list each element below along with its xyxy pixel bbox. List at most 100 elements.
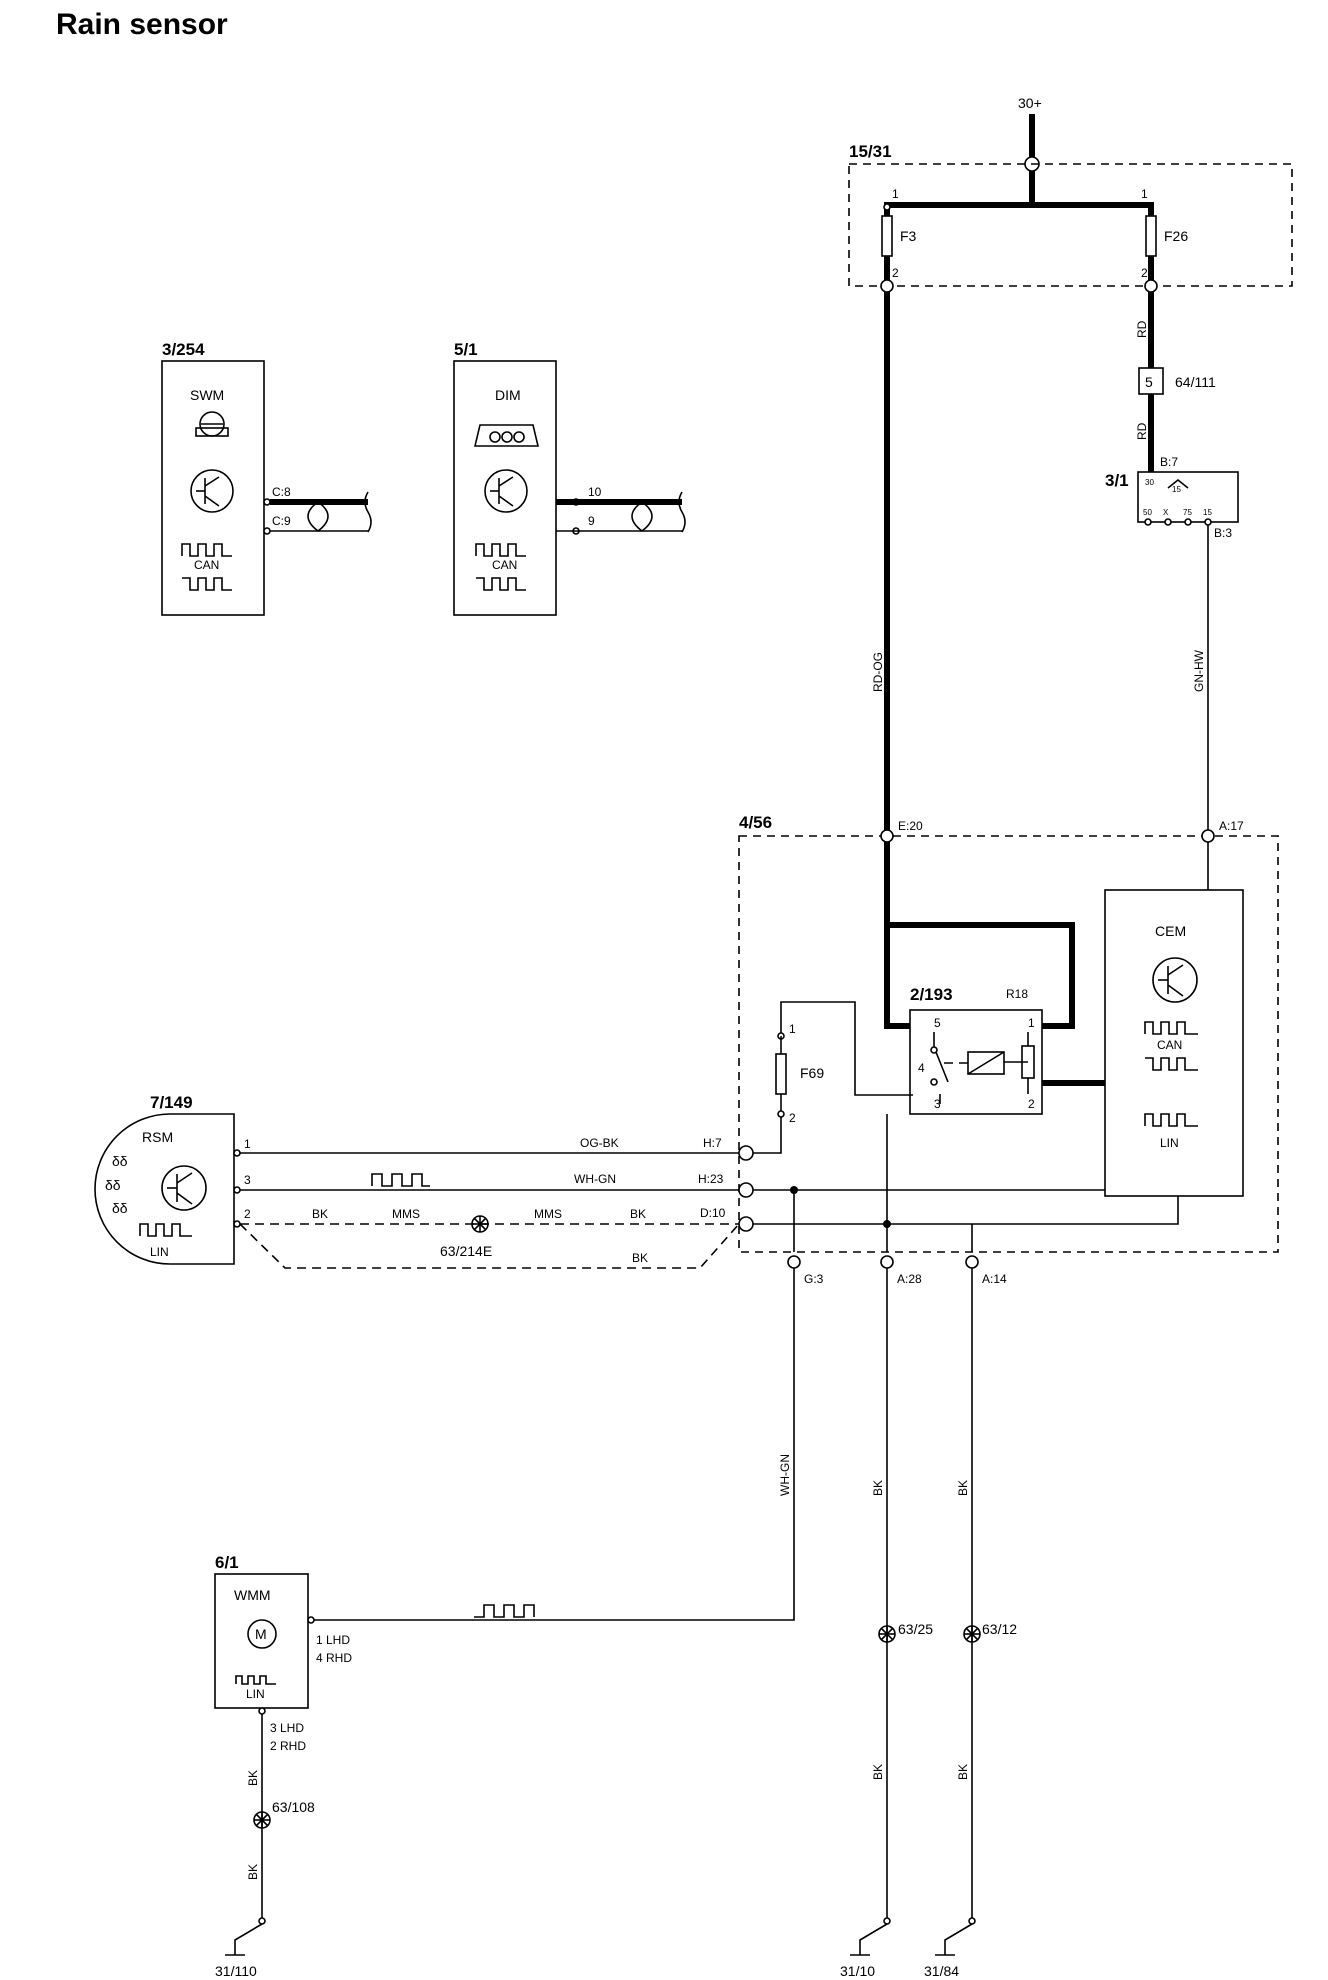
ground-31-10: 31/10	[840, 1963, 875, 1979]
fuse-box-id: 15/31	[849, 142, 892, 161]
wire-rd-2: RD	[1135, 422, 1149, 440]
fuse-box-15-31: 30+ 15/31 1 F3 2 1 F26 2	[848, 95, 1293, 293]
f69-pin-in: 1	[789, 1022, 796, 1036]
dim-can: CAN	[492, 558, 517, 572]
motor-icon: M	[247, 1619, 277, 1649]
diagram-title: Rain sensor	[56, 8, 228, 41]
cem-box-id: 4/56	[739, 813, 772, 832]
splice-63-214e-label: 63/214E	[440, 1243, 492, 1259]
f26-label: F26	[1164, 228, 1188, 244]
relay-pin-4: 4	[918, 1061, 925, 1075]
rsm-pin-3: 3	[244, 1173, 251, 1187]
module-dim: 5/1 DIM CAN 10 9	[453, 340, 686, 616]
pin-a17: A:17	[1219, 819, 1244, 833]
pin-a14: A:14	[982, 1272, 1007, 1286]
wire-bk-a14-2: BK	[956, 1764, 970, 1780]
wmm-lin: LIN	[246, 1687, 265, 1701]
splice-63-108-label: 63/108	[272, 1799, 315, 1815]
rsm-pin-2: 2	[244, 1207, 251, 1221]
relay-pin-5: 5	[934, 1016, 941, 1030]
can-wave-icon	[181, 543, 232, 557]
wire-gn-hw: GN-HW	[1192, 649, 1206, 692]
splice-63-108	[253, 1811, 271, 1829]
f69-pin-out: 2	[789, 1111, 796, 1125]
wmm-pin-3lhd: 3 LHD	[270, 1721, 304, 1735]
pin-h23: H:23	[698, 1172, 724, 1186]
wmm-pin-2rhd: 2 RHD	[270, 1739, 306, 1753]
wire-wh-gn-2: WH-GN	[778, 1454, 792, 1496]
swm-pin-c9: C:9	[272, 514, 291, 528]
wire-bk-a28-2: BK	[871, 1764, 885, 1780]
transistor-icon-cem	[1152, 957, 1198, 1003]
wmm-pin-4rhd: 4 RHD	[316, 1651, 352, 1665]
fuse-f26	[1145, 215, 1157, 257]
swm-pin-c8: C:8	[272, 485, 291, 499]
fuse-f69	[775, 1053, 787, 1095]
splice-63-214e	[471, 1215, 489, 1233]
svg-text:50: 50	[1143, 508, 1152, 517]
branch-f26: RD 5 64/111 RD B:7 3/1 30 15 50 X 75 15 …	[1105, 292, 1239, 836]
transistor-icon	[190, 469, 234, 513]
f3-pin-out: 2	[892, 266, 899, 280]
svg-text:75: 75	[1183, 508, 1192, 517]
swm-can: CAN	[194, 558, 219, 572]
swm-name: SWM	[190, 387, 224, 403]
splice-63-25	[878, 1625, 896, 1643]
dim-pin-9: 9	[588, 514, 595, 528]
wire-rd-1: RD	[1135, 320, 1149, 338]
wire-bk-2: BK	[630, 1207, 646, 1221]
wire-mms-2: MMS	[534, 1207, 562, 1221]
pin-h7: H:7	[703, 1136, 722, 1150]
splice-63-12	[963, 1625, 981, 1643]
instrument-cluster-icon	[473, 424, 540, 447]
wire-bk-wmm-2: BK	[246, 1864, 260, 1880]
splice-63-12-label: 63/12	[982, 1621, 1017, 1637]
rain-drops-icon: δδ δδ δδ	[105, 1153, 128, 1216]
cem-can: CAN	[1157, 1038, 1182, 1052]
dim-name: DIM	[495, 387, 521, 403]
steering-wheel-icon	[195, 411, 229, 437]
rsm-wiring: OG-BK WH-GN BK MMS MMS BK 63/214E BK	[239, 1136, 740, 1269]
rsm-pin-1: 1	[244, 1137, 251, 1151]
module-swm: 3/254 SWM CAN C:8 C:9	[161, 340, 372, 616]
svg-text:30: 30	[1145, 478, 1154, 487]
ground-31-110: 31/110	[215, 1963, 257, 1979]
svg-text:15: 15	[1203, 508, 1212, 517]
wire-bk-1: BK	[312, 1207, 328, 1221]
transistor-icon-rsm	[161, 1165, 207, 1211]
svg-text:X: X	[1163, 508, 1169, 517]
svg-text:δδ: δδ	[112, 1153, 128, 1169]
wire-og-bk: OG-BK	[580, 1136, 619, 1150]
dim-id: 5/1	[454, 340, 478, 359]
relay-2-193-id: 2/193	[910, 985, 953, 1004]
fuse-f3	[881, 215, 893, 257]
wire-bk-a28-1: BK	[871, 1480, 885, 1496]
wire-bk-a14-1: BK	[956, 1480, 970, 1496]
svg-text:δδ: δδ	[105, 1177, 121, 1193]
connector-64-id: 64/111	[1175, 374, 1216, 390]
relay-3-1-pin-out: B:3	[1214, 526, 1232, 540]
relay-pin-1: 1	[1028, 1016, 1035, 1030]
wmm-pin-1lhd: 1 LHD	[316, 1633, 350, 1647]
svg-text:M: M	[255, 1626, 267, 1642]
pin-e20: E:20	[898, 819, 923, 833]
wire-rd-og: RD-OG	[871, 652, 885, 692]
wmm-signal-wiring: WH-GN	[312, 1268, 795, 1621]
pin-g3: G:3	[804, 1272, 824, 1286]
svg-text:15: 15	[1172, 485, 1181, 494]
wire-bk-3: BK	[632, 1251, 648, 1265]
ground-a28-wiring: BK 63/25 BK 31/10	[840, 1268, 933, 1979]
f3-pin-in: 1	[892, 187, 899, 201]
relay-3-1-id: 3/1	[1105, 471, 1129, 490]
relay-3-1-pin-in: B:7	[1160, 455, 1178, 469]
wire-wh-gn-1: WH-GN	[574, 1172, 616, 1186]
ground-31-84: 31/84	[924, 1963, 959, 1979]
relay-pin-2: 2	[1028, 1097, 1035, 1111]
cem-name: CEM	[1155, 923, 1186, 939]
f69-label: F69	[800, 1065, 824, 1081]
module-wmm: 6/1 WMM M LIN 1 LHD 4 RHD 3 LHD 2 RHD BK…	[214, 1553, 352, 1979]
pin-d10: D:10	[700, 1206, 726, 1220]
f26-pin-in: 1	[1141, 187, 1148, 201]
ground-a14-wiring: BK 63/12 BK 31/84	[924, 1268, 1017, 1979]
wire-mms-1: MMS	[392, 1207, 420, 1221]
